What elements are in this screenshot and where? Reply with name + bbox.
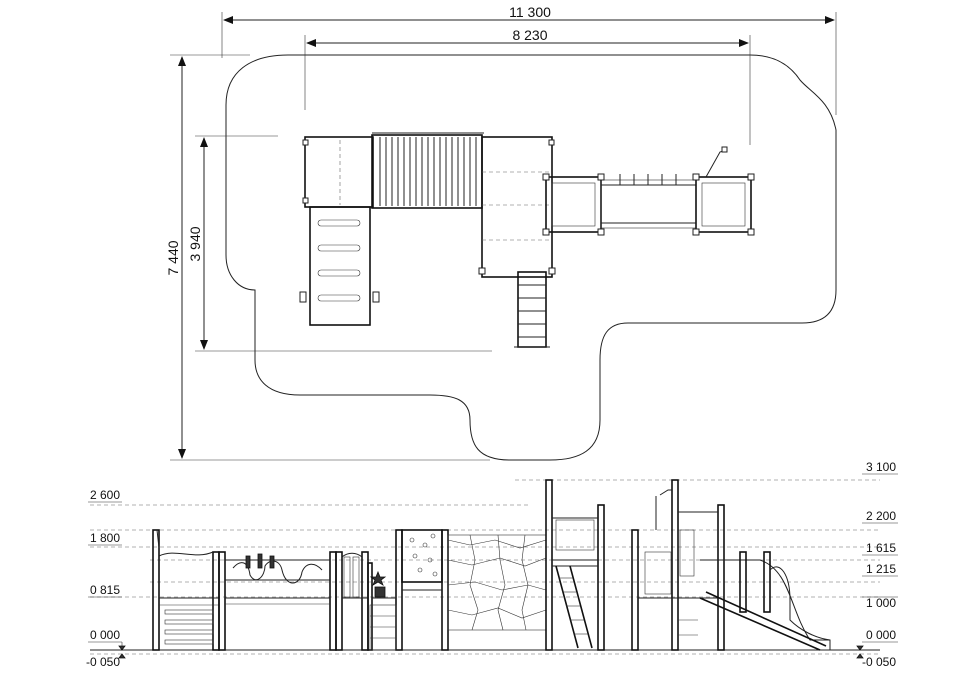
level-label-1215: 1 215 bbox=[866, 562, 896, 576]
ladder bbox=[517, 271, 547, 348]
level-label-minus0050-left: -0 050 bbox=[86, 655, 120, 669]
plan-view: 11 300 8 230 7 440 3 940 bbox=[165, 4, 837, 461]
structure-plan bbox=[299, 132, 755, 348]
level-label-0000-left: 0 000 bbox=[90, 628, 120, 642]
structure-elevation bbox=[152, 479, 831, 651]
elevation-view: 2 600 1 800 0 815 0 000 -0 050 3 100 2 2… bbox=[86, 460, 898, 669]
overall-width-label: 11 300 bbox=[509, 4, 551, 20]
level-label-2600: 2 600 bbox=[90, 488, 120, 502]
right-level-markers: 3 100 2 200 1 615 1 215 1 000 0 000 -0 0… bbox=[856, 460, 898, 669]
slatted-roof bbox=[371, 134, 483, 209]
level-label-minus0050-right: -0 050 bbox=[862, 655, 896, 669]
level-label-2200: 2 200 bbox=[866, 509, 896, 523]
level-label-0000-right: 0 000 bbox=[866, 628, 896, 642]
structure-depth-label: 3 940 bbox=[187, 226, 203, 261]
climbing-ramp bbox=[309, 206, 371, 326]
overall-depth-label: 7 440 bbox=[165, 240, 181, 275]
structure-width-label: 8 230 bbox=[512, 27, 547, 43]
level-label-1800: 1 800 bbox=[90, 531, 120, 545]
level-label-1000: 1 000 bbox=[866, 596, 896, 610]
level-label-1615: 1 615 bbox=[866, 541, 896, 555]
level-label-0815: 0 815 bbox=[90, 583, 120, 597]
level-label-3100: 3 100 bbox=[866, 460, 896, 474]
safety-zone-outline bbox=[225, 54, 837, 461]
left-level-markers: 2 600 1 800 0 815 0 000 -0 050 bbox=[86, 488, 126, 669]
roof-slats bbox=[379, 137, 477, 206]
